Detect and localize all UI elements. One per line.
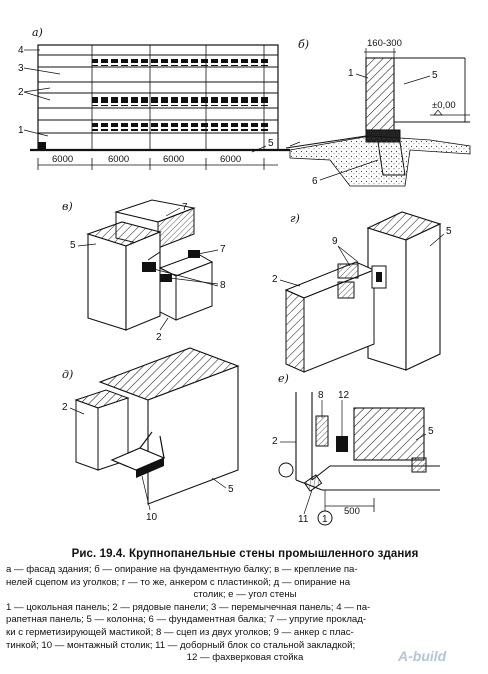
callout-e-11: 11 (298, 514, 309, 525)
dim-a-2: 6000 (108, 154, 129, 165)
dim-b-thickness: 160-300 (367, 38, 402, 49)
callout-a-4: 4 (18, 45, 24, 56)
caption-line-1: а — фасад здания; б — опирание на фундам… (6, 564, 358, 575)
callout-e-2: 2 (272, 436, 278, 447)
callout-a-1: 1 (18, 125, 24, 136)
callout-a-5: 5 (268, 138, 274, 149)
level-b: ±0,00 (432, 100, 456, 111)
callout-e-5: 5 (428, 426, 434, 437)
callout-b-6: 6 (312, 176, 318, 187)
panel-e-label: е) (278, 372, 289, 385)
dim-a-1: 6000 (52, 154, 73, 165)
caption-line-3: столик; е — угол стены (193, 589, 297, 601)
watermark-logo: A-build (398, 648, 447, 664)
callout-v-5: 5 (70, 240, 76, 251)
caption-line-4: 1 — цокольная панель; 2 — рядовые панели… (6, 601, 371, 613)
caption-line-5: рапетная панель; 5 — колонна; 6 — фундам… (6, 614, 367, 626)
callout-d-5: 5 (228, 484, 234, 495)
panel-b-label: б) (298, 38, 309, 51)
caption-line-7: тинкой; 10 — монтажный столик; 11 — добо… (6, 639, 356, 651)
panel-v-coupling: в) 7 5 7 8 2 (62, 199, 226, 343)
callout-d-2: 2 (62, 402, 68, 413)
callout-d-10: 10 (146, 512, 158, 523)
axis-e-1: 1 (322, 514, 328, 525)
figure-drawing: а) (18, 26, 471, 526)
callout-g-5: 5 (446, 226, 452, 237)
callout-g-2: 2 (272, 274, 278, 285)
panel-g-label: г) (290, 212, 300, 225)
callout-a-2: 2 (18, 87, 24, 98)
dim-e: 500 (344, 506, 360, 517)
panel-v-label: в) (62, 200, 73, 213)
panel-e-corner: е) 500 8 12 2 5 11 1 (272, 372, 440, 526)
callout-v-2: 2 (156, 332, 162, 343)
dim-a-3: 6000 (163, 154, 184, 165)
panel-d-label: д) (62, 368, 73, 381)
callout-a-3: 3 (18, 63, 24, 74)
callout-b-1: 1 (348, 68, 354, 79)
panel-g-anchor: г) 9 5 2 (272, 211, 452, 373)
caption-line-8: 12 — фахверковая стойка (186, 652, 304, 664)
caption-title: Рис. 19.4. Крупнопанельные стены промышл… (71, 548, 419, 560)
callout-v-7: 7 (220, 244, 226, 255)
callout-v-7-top: 7 (182, 202, 188, 213)
caption-line-2: нелей сцепом из уголков; г — то же, анке… (6, 576, 351, 588)
figure-caption: Рис. 19.4. Крупнопанельные стены промышл… (6, 548, 484, 665)
dim-a-4: 6000 (220, 154, 241, 165)
callout-e-8: 8 (318, 390, 324, 401)
callout-b-5: 5 (432, 70, 438, 81)
callout-e-12: 12 (338, 390, 350, 401)
callout-g-9: 9 (332, 236, 338, 247)
panel-b-section: б) 160-300 ±0,00 1 5 6 (285, 38, 471, 187)
panel-a-facade: а) (18, 26, 290, 170)
panel-d-bracket: д) 2 5 10 (62, 347, 240, 523)
callout-v-8: 8 (220, 280, 226, 291)
panel-a-label: а) (32, 26, 43, 39)
caption-line-6: ки с герметизирующей мастикой; 8 — сцеп … (6, 626, 354, 638)
